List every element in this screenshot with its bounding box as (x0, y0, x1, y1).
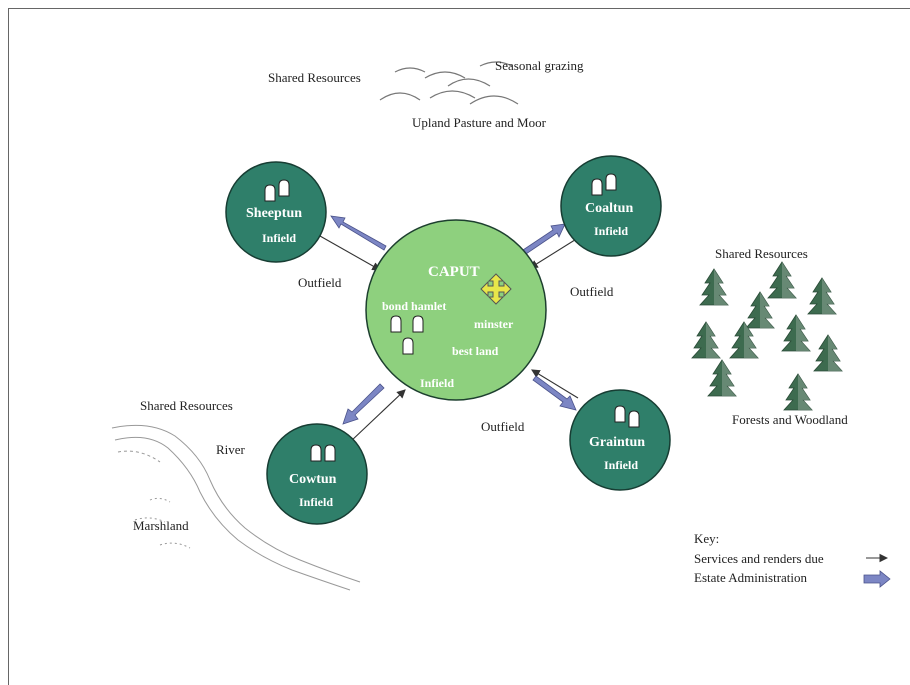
upland-hills (379, 61, 519, 105)
forest-label: Forests and Woodland (732, 412, 848, 427)
tree-icon (807, 277, 837, 315)
house-icon (278, 179, 290, 197)
settlement-sheeptun: Sheeptun Infield (225, 161, 327, 263)
service-arrow-graintun (531, 369, 579, 399)
bond-hamlet-label: bond hamlet (382, 299, 446, 313)
best-land-label: best land (452, 344, 499, 358)
caput-title: CAPUT (428, 264, 480, 280)
key-title: Key: (694, 531, 719, 546)
settlement-name: Graintun (589, 435, 645, 450)
house-icon (591, 178, 603, 196)
settlement-cowtun: Cowtun Infield (266, 423, 368, 525)
service-arrow-cowtun (349, 389, 406, 443)
service-arrow-coaltun (529, 237, 579, 269)
diagram-frame (8, 8, 910, 685)
settlement-infield: Infield (594, 224, 628, 238)
tree-icon (813, 334, 843, 372)
settlement-name: Cowtun (289, 472, 337, 487)
house-icon (628, 410, 640, 428)
tree-icon (707, 359, 737, 397)
caput-infield-label: Infield (420, 376, 454, 390)
admin-arrow-sheeptun (330, 215, 387, 251)
settlement-name: Sheeptun (246, 206, 302, 221)
admin-arrow-cowtun (342, 383, 385, 425)
settlement-infield: Infield (262, 231, 296, 245)
river-lines (111, 424, 361, 591)
house-icon (614, 405, 626, 423)
key-services-label: Services and renders due (694, 551, 824, 566)
river-shared-label: Shared Resources (140, 398, 233, 413)
service-arrows (319, 235, 579, 443)
settlement-infield: Infield (604, 458, 638, 472)
river-label: River (216, 442, 246, 457)
tree-icon (691, 321, 721, 359)
key-admin-label: Estate Administration (694, 570, 808, 585)
house-icon (264, 184, 276, 202)
forest-trees (691, 261, 843, 411)
upland-pasture-label: Upland Pasture and Moor (412, 115, 547, 130)
tree-icon (767, 261, 797, 299)
caput-house-icon (402, 337, 414, 355)
caput-house-icon (390, 315, 402, 333)
settlement-name: Coaltun (585, 201, 633, 216)
caput-circle: CAPUT bond hamlet minster best land Infi… (365, 219, 547, 401)
marshland-label: Marshland (133, 518, 189, 533)
house-icon (324, 444, 336, 462)
outfield-label: Outfield (570, 284, 614, 299)
house-icon (310, 444, 322, 462)
upland-shared-label: Shared Resources (268, 70, 361, 85)
admin-arrow-graintun (532, 375, 577, 411)
minster-cross-icon (480, 273, 512, 305)
minster-label: minster (474, 317, 514, 331)
settlement-infield: Infield (299, 495, 333, 509)
tree-icon (699, 268, 729, 306)
key-admin-arrow-icon (863, 570, 891, 588)
caput-house-icon (412, 315, 424, 333)
tree-icon (783, 373, 813, 411)
outfield-label: Outfield (298, 275, 342, 290)
admin-arrows (330, 215, 577, 425)
settlement-coaltun: Coaltun Infield (560, 155, 662, 257)
outfield-label: Outfield (481, 419, 525, 434)
service-arrow-sheeptun (319, 235, 381, 271)
tree-icon (781, 314, 811, 352)
seasonal-grazing-label: Seasonal grazing (495, 58, 584, 73)
admin-arrow-coaltun (519, 223, 566, 257)
house-icon (605, 173, 617, 191)
settlement-graintun: Graintun Infield (569, 389, 671, 491)
forest-shared-label: Shared Resources (715, 246, 808, 261)
